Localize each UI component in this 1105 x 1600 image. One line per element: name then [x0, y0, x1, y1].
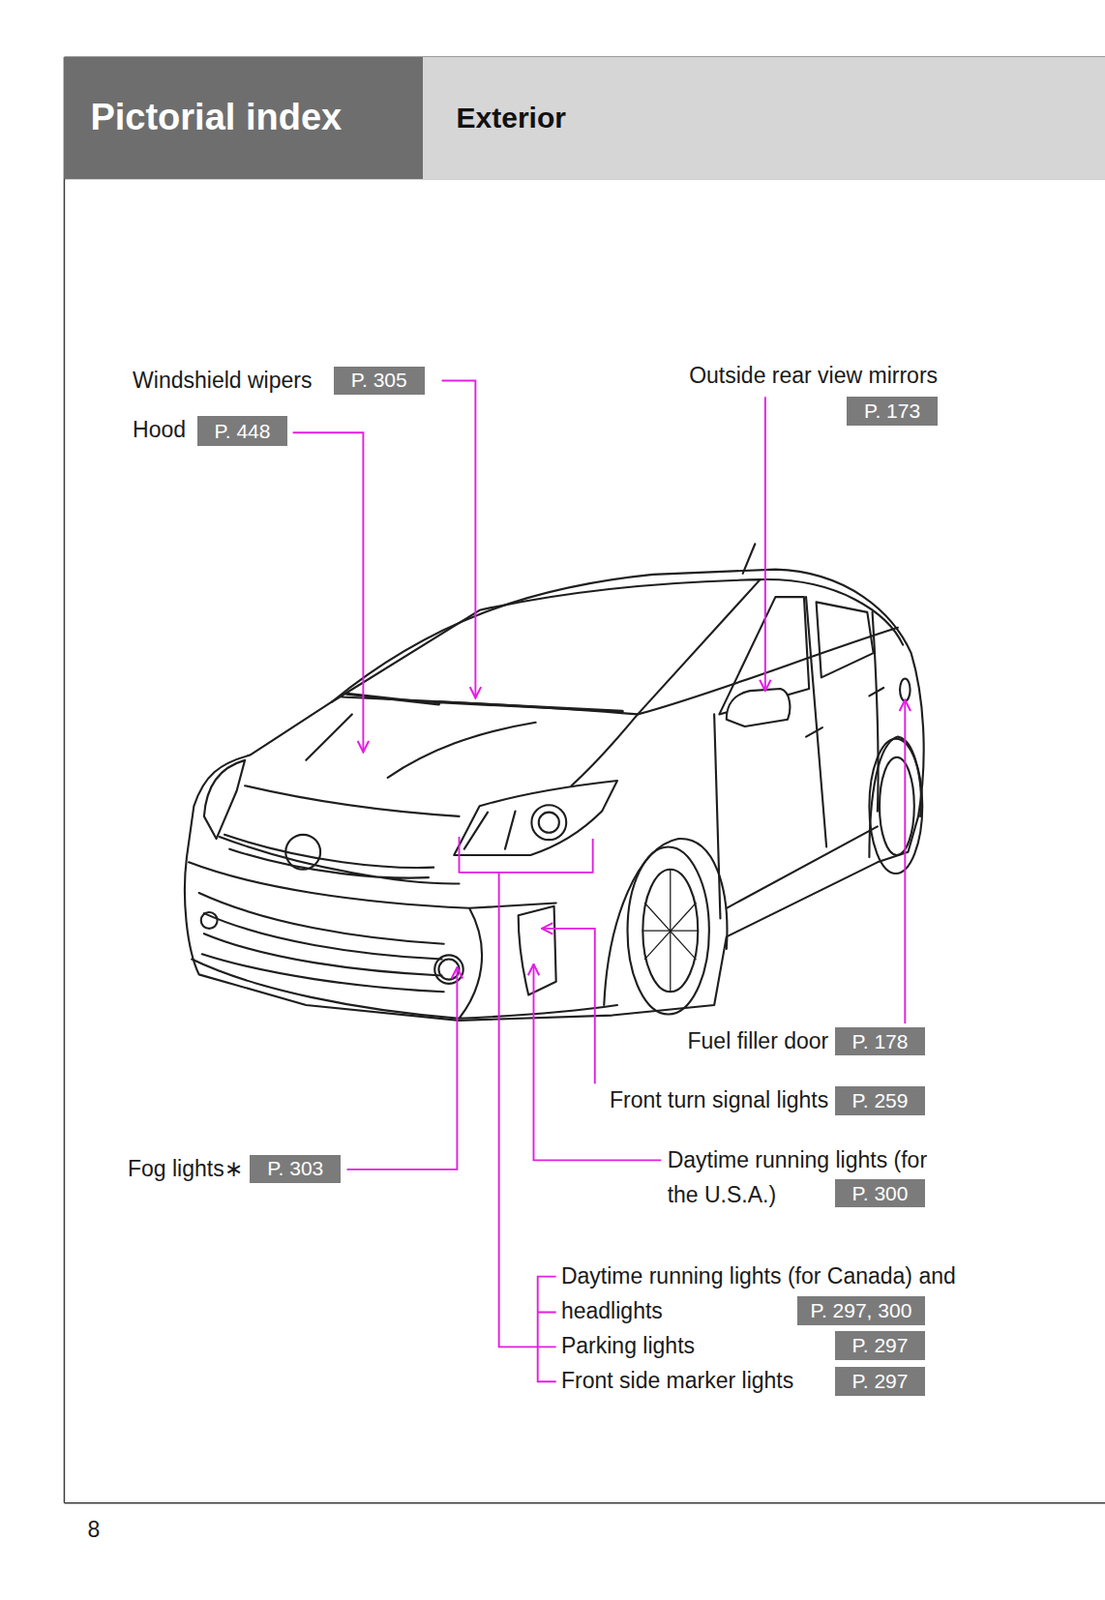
lower-grille [199, 893, 445, 992]
front-tire [627, 847, 710, 1016]
part-name: Front side marker lights [561, 1368, 794, 1396]
node-text: P. 448 [213, 419, 270, 444]
page-frame [63, 57, 1105, 1504]
hood-lines [244, 714, 638, 816]
node-text: P. 173 [864, 399, 921, 423]
node-text: P. 297 [851, 1370, 908, 1394]
frame-bottom [63, 1502, 1105, 1504]
front-rim [642, 869, 698, 993]
wiper-blade [347, 693, 624, 712]
upper-grille [219, 835, 460, 885]
door-handles [806, 687, 884, 738]
side-body [637, 597, 898, 919]
fog-light-left [201, 912, 218, 929]
leader-mirrors [764, 396, 767, 691]
bracket-list [537, 1277, 557, 1383]
rear-tire [868, 739, 923, 874]
page-ref-box: P. 297, 300 [797, 1296, 926, 1326]
page-number: 8 [88, 1517, 101, 1545]
bracket-headlight [459, 836, 594, 873]
headlight-lens [531, 805, 567, 840]
leader-wipers [442, 380, 477, 698]
node-text: P. 297, 300 [810, 1299, 913, 1323]
leader-turn-signal [541, 928, 596, 1084]
front-spokes [642, 869, 698, 993]
headlight-lens-inner [538, 812, 560, 834]
leader-fuel [903, 700, 906, 1024]
frame-left [63, 57, 65, 1504]
part-name: Daytime running lights (for Canada) and … [561, 1258, 963, 1329]
car-body [184, 569, 925, 1021]
page-ref-box: P. 297 [835, 1331, 926, 1361]
section-tab: Pictorial index [63, 57, 422, 179]
antenna [743, 543, 756, 574]
leader-headlight-group [499, 872, 538, 1348]
leader-hood [293, 432, 364, 752]
node-text: P. 297 [851, 1334, 908, 1358]
node-text: Exterior [456, 101, 567, 135]
leader-drl-usa [533, 964, 661, 1162]
node-text: Pictorial index [89, 96, 342, 139]
part-name: Fog lights∗ [127, 1156, 243, 1184]
car-drawing [184, 543, 925, 1021]
page-ref-box: P. 303 [249, 1155, 341, 1185]
page-ref-box: P. 305 [333, 366, 425, 396]
node-text: P. 303 [267, 1157, 324, 1181]
node-text: P. 305 [351, 368, 408, 392]
page-ref-box: P. 178 [835, 1027, 926, 1057]
part-name: Windshield wipers [132, 367, 312, 395]
windshield [331, 579, 761, 715]
part-name: Daytime running lights (for the U.S.A.) [667, 1142, 929, 1213]
fog-light-right-ring [434, 955, 464, 985]
roof-rear [760, 579, 904, 646]
leader-fog [347, 967, 458, 1170]
bumper [188, 862, 618, 1018]
page-ref-box: P. 448 [197, 416, 289, 447]
part-name: Outside rear view mirrors [688, 362, 938, 390]
node-text: P. 259 [851, 1089, 908, 1113]
part-name: Parking lights [561, 1333, 695, 1361]
headlight-left [204, 760, 245, 839]
page-ref-box: P. 259 [835, 1086, 926, 1116]
rear-side-window [816, 601, 874, 678]
section-band: Exterior [422, 57, 1105, 179]
fog-light-right [438, 959, 459, 981]
page-ref-box: P. 297 [835, 1367, 926, 1397]
drl-slot [518, 906, 557, 996]
part-name: Fuel filler door [687, 1028, 830, 1056]
rear-rim [879, 757, 915, 856]
node-text: P. 178 [851, 1030, 908, 1054]
mirror [726, 688, 791, 727]
fuel-filler-door [899, 678, 911, 701]
part-name: Hood [132, 417, 186, 445]
node-text: P. 300 [851, 1182, 908, 1206]
leader-lines [293, 380, 906, 1382]
page-ref-box: P. 173 [846, 396, 938, 426]
page-ref-box: P. 300 [835, 1179, 926, 1209]
part-name: Front turn signal lights [609, 1087, 829, 1115]
